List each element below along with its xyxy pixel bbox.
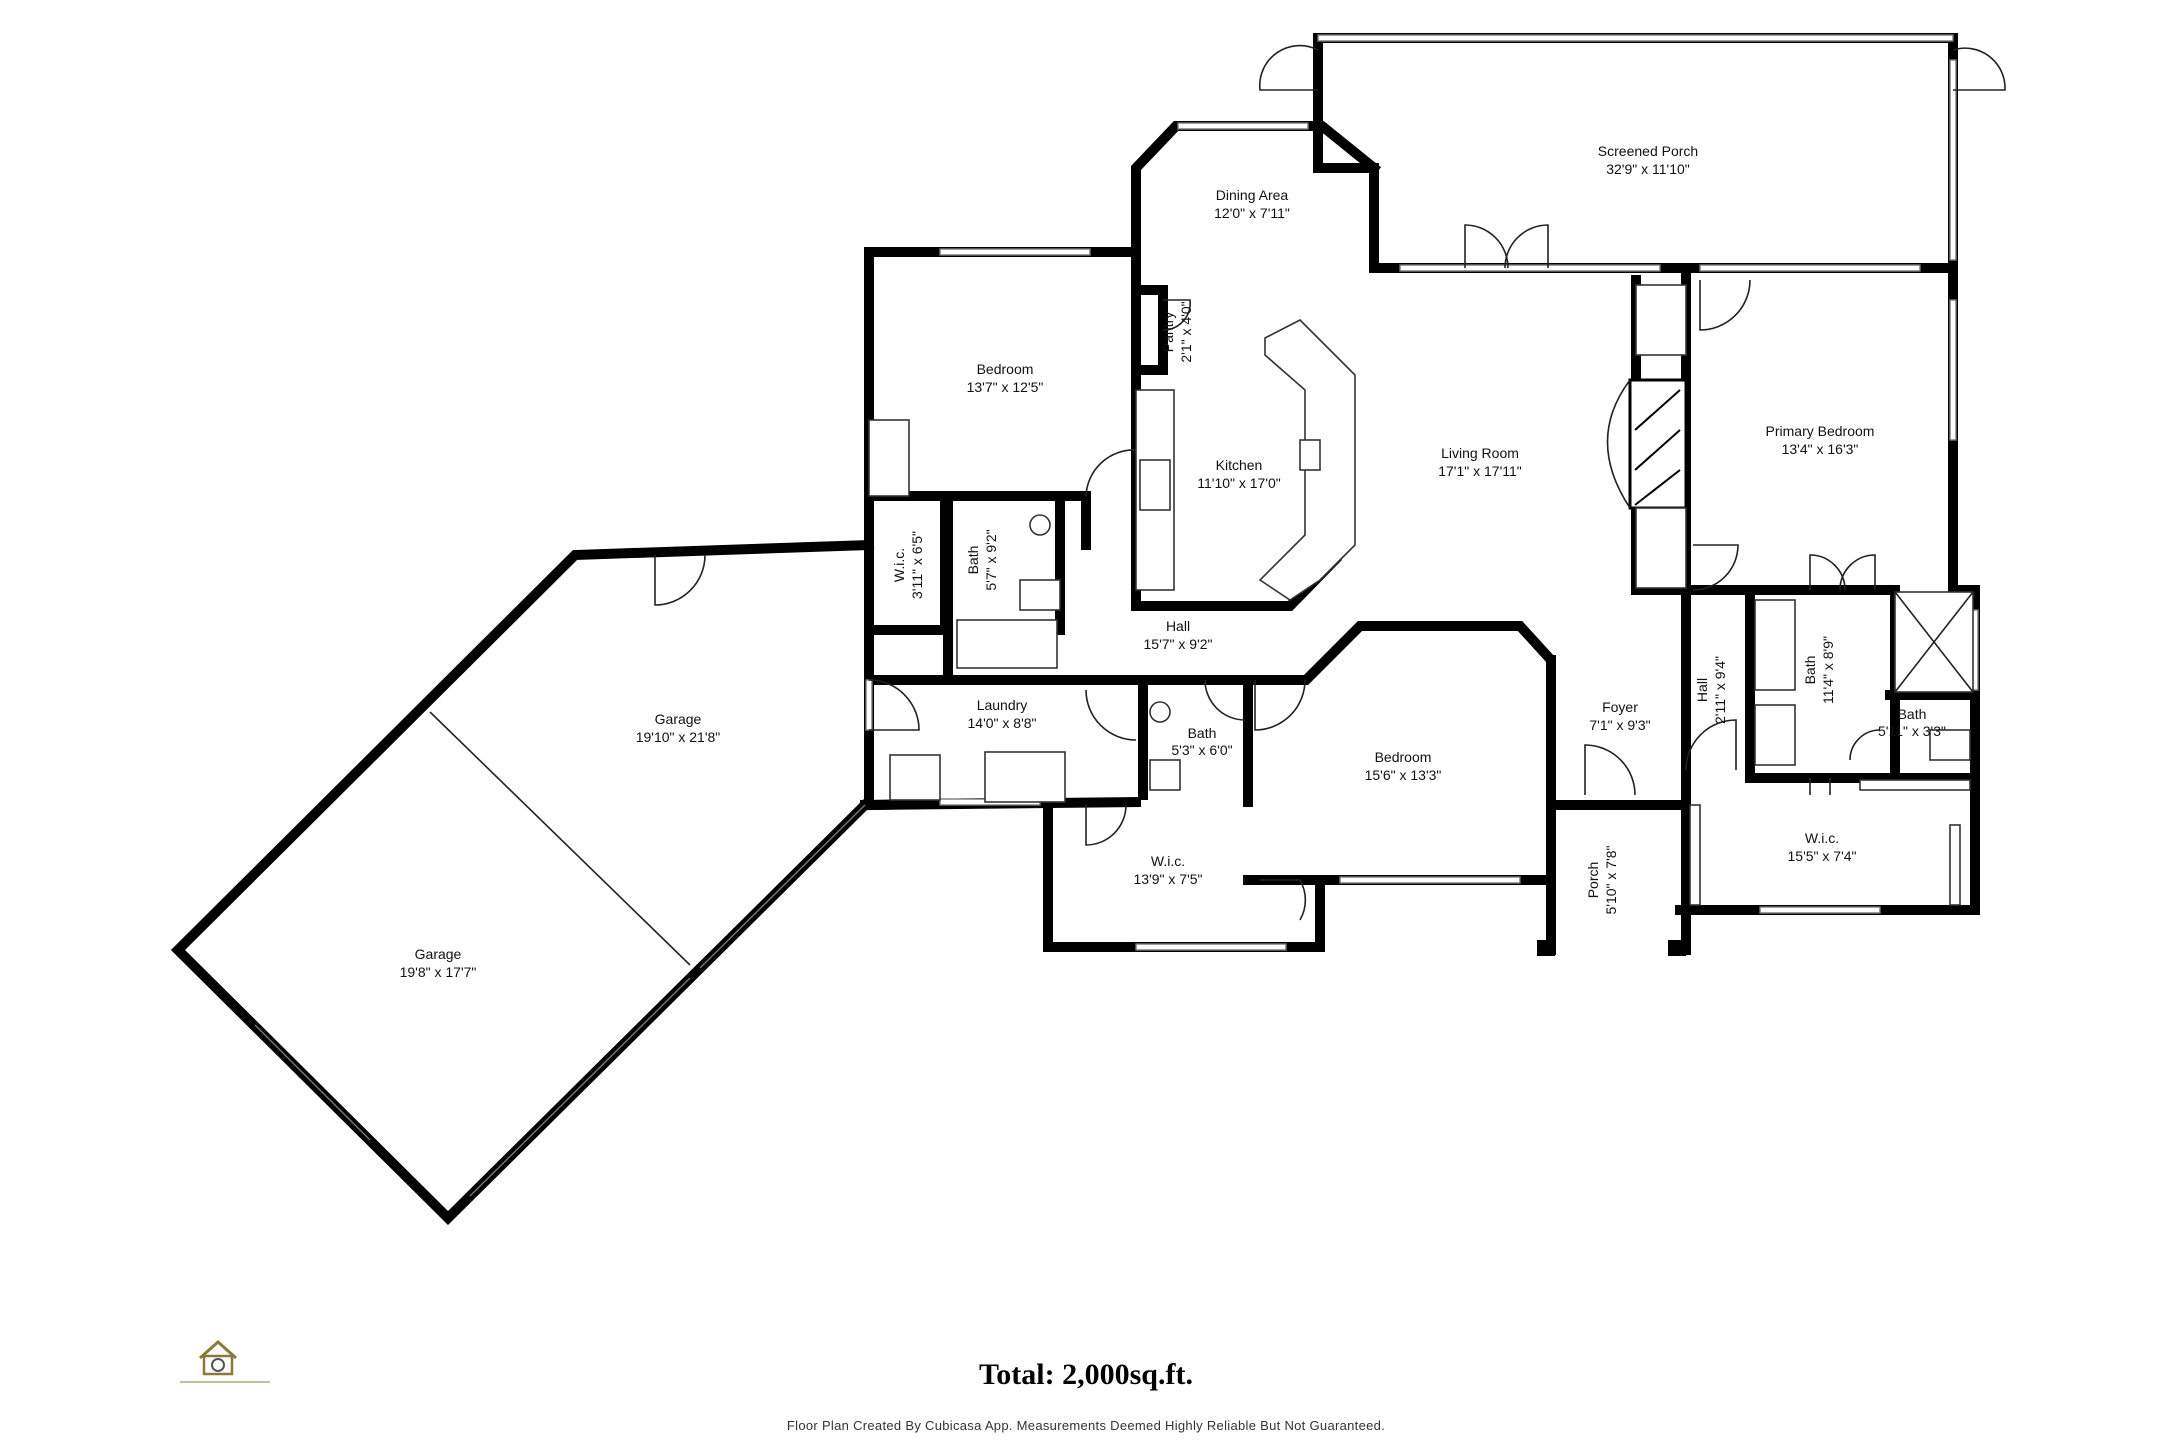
room-bath-primary-dim: 11'4" x 8'9" <box>1820 636 1836 704</box>
room-hall-main-name: Hall <box>1166 618 1190 634</box>
room-hall-main-dim: 15'7" x 9'2" <box>1144 636 1213 652</box>
doors <box>654 44 2006 921</box>
room-bath-b-dim: 5'3" x 6'0" <box>1171 742 1232 758</box>
room-bedroom-s-dim: 15'6" x 13'3" <box>1365 767 1442 783</box>
windows <box>254 34 1979 1197</box>
room-primary-bedroom-dim: 13'4" x 16'3" <box>1782 441 1859 457</box>
room-kitchen-dim: 11'10" x 17'0" <box>1197 475 1281 491</box>
room-bath-primary-name: Bath <box>1802 656 1818 685</box>
room-hall-small-name: Hall <box>1694 678 1710 702</box>
room-bath-a-dim: 5'7" x 9'2" <box>983 529 999 590</box>
room-bedroom-nw-dim: 13'7" x 12'5" <box>967 379 1044 395</box>
room-dining-area-name: Dining Area <box>1216 187 1289 203</box>
room-bath-a-name: Bath <box>965 546 981 575</box>
room-screened-porch-dim: 32'9" x 11'10" <box>1606 161 1690 177</box>
room-wic-s-name: W.i.c. <box>1151 853 1185 869</box>
room-pantry-dim: 2'1" x 4'0" <box>1178 301 1194 362</box>
room-garage-lower-name: Garage <box>415 946 462 962</box>
room-porch-dim: 5'10" x 7'8" <box>1603 845 1619 914</box>
room-garage-upper-name: Garage <box>655 711 702 727</box>
walls <box>170 33 1980 1226</box>
credit-note: Floor Plan Created By Cubicasa App. Meas… <box>786 1418 1386 1433</box>
room-labels: Screened Porch 32'9" x 11'10" Dining Are… <box>400 143 1946 980</box>
room-kitchen-name: Kitchen <box>1216 457 1263 473</box>
room-wic-s-dim: 13'9" x 7'5" <box>1134 871 1203 887</box>
room-wic-small-name: W.i.c. <box>891 548 907 582</box>
room-wic-primary-dim: 15'5" x 7'4" <box>1788 848 1857 864</box>
room-wic-primary-name: W.i.c. <box>1805 830 1839 846</box>
room-laundry-name: Laundry <box>977 697 1028 713</box>
camera-house-logo-icon <box>180 1339 270 1383</box>
room-bath-small-name: Bath <box>1898 706 1927 722</box>
fixtures <box>868 284 1974 906</box>
room-bath-b-name: Bath <box>1188 725 1217 741</box>
total-area: Total: 2,000sq.ft. <box>979 1358 1193 1391</box>
room-foyer-dim: 7'1" x 9'3" <box>1589 717 1650 733</box>
room-garage-upper-dim: 19'10" x 21'8" <box>636 729 721 745</box>
room-bath-small-dim: 5'11" x 3'3" <box>1878 723 1946 739</box>
room-living-room-name: Living Room <box>1441 445 1519 461</box>
room-screened-porch-name: Screened Porch <box>1598 143 1698 159</box>
room-wic-small-dim: 3'11" x 6'5" <box>909 531 925 599</box>
room-foyer-name: Foyer <box>1602 699 1638 715</box>
room-garage-lower-dim: 19'8" x 17'7" <box>400 964 477 980</box>
room-porch-name: Porch <box>1585 862 1601 899</box>
room-bedroom-s-name: Bedroom <box>1375 749 1432 765</box>
room-pantry-name: Pantry <box>1160 312 1176 352</box>
room-dining-area-dim: 12'0" x 7'11" <box>1214 205 1290 221</box>
room-hall-small-dim: 2'11" x 9'4" <box>1712 656 1728 724</box>
room-primary-bedroom-name: Primary Bedroom <box>1766 423 1875 439</box>
room-living-room-dim: 17'1" x 17'11" <box>1438 463 1522 479</box>
room-bedroom-nw-name: Bedroom <box>977 361 1034 377</box>
room-laundry-dim: 14'0" x 8'8" <box>968 715 1037 731</box>
